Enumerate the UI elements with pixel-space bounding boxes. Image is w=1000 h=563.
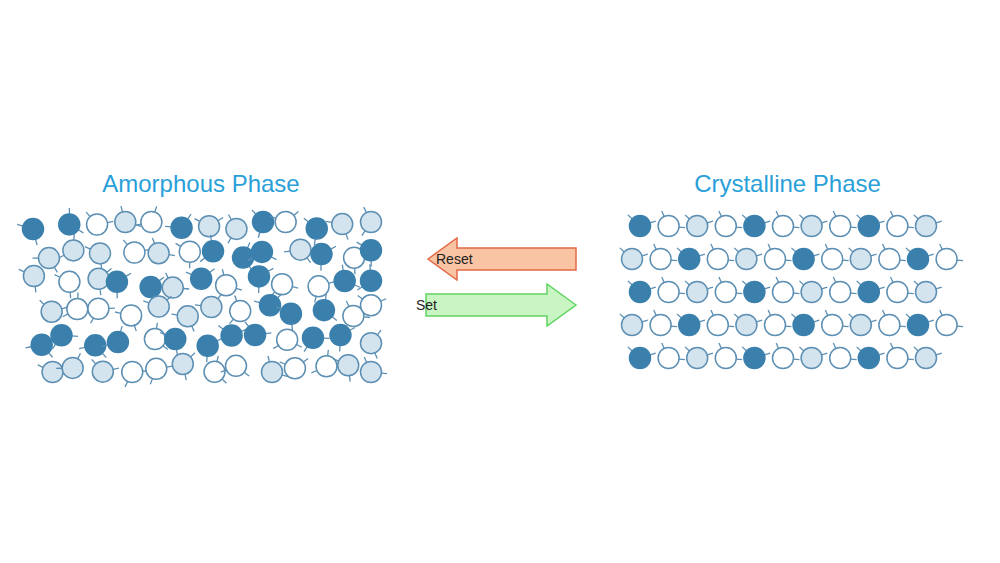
amorphous-panel: Amorphous Phase [15, 170, 387, 388]
arrow-label: Set [416, 297, 437, 313]
phase-title: Crystalline Phase [610, 170, 965, 198]
set-arrow: Set [425, 283, 577, 327]
crystal-lattice [610, 206, 965, 385]
amorphous-lattice [15, 206, 387, 388]
crystalline-panel: Crystalline Phase [610, 170, 965, 385]
reset-arrow: Reset [427, 237, 577, 281]
phase-title: Amorphous Phase [15, 170, 387, 198]
arrow-label: Reset [436, 251, 473, 267]
block-arrow-shape [425, 283, 577, 327]
